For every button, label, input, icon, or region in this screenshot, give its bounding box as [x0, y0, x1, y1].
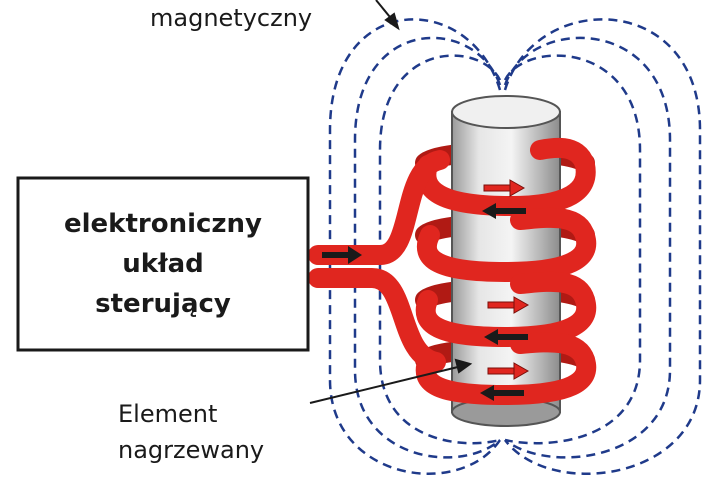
field-line-right-middle — [503, 36, 672, 459]
magnetic-field-lines — [328, 18, 702, 475]
field-line-left-outer — [328, 18, 502, 475]
field-line-left-inner — [378, 54, 502, 445]
heated-element-label: Element nagrzewany — [118, 396, 264, 468]
magnetic-field-label: magnetyczny — [150, 4, 313, 32]
field-label-pointer — [375, 0, 400, 31]
field-line-right-inner — [503, 54, 642, 445]
coil-leads — [308, 150, 450, 372]
arrow-turn-4-red — [487, 362, 530, 380]
arrow-lead — [322, 246, 362, 264]
controller-label-line-1: elektroniczny — [63, 209, 262, 239]
coil-turn-1 — [416, 137, 596, 217]
coil-front-turns — [415, 137, 597, 406]
heated-element-pointer — [309, 358, 473, 404]
heated-element-label-line-2: nagrzewany — [118, 436, 265, 464]
arrow-turn-3-red — [487, 296, 530, 314]
coil-lead-bottom — [308, 268, 446, 372]
coil-lead-top — [308, 150, 450, 265]
arrow-turn-3-dark — [484, 329, 528, 345]
coil-turn-4 — [415, 332, 597, 406]
controller-label: elektroniczny układ sterujący — [18, 178, 308, 350]
coil-turn-3 — [415, 271, 597, 348]
current-arrows — [322, 179, 530, 401]
arrow-turn-1-red — [483, 179, 526, 197]
controller-box — [16, 176, 310, 352]
heated-element-label-line-1: Element — [118, 400, 218, 428]
controller-label-line-2: układ — [122, 249, 204, 279]
coil-turn-2 — [416, 207, 597, 283]
arrow-turn-4-dark — [480, 385, 524, 401]
arrow-turn-1-dark — [482, 203, 526, 219]
field-line-left-middle — [353, 36, 502, 459]
controller-label-line-3: sterujący — [95, 289, 231, 319]
